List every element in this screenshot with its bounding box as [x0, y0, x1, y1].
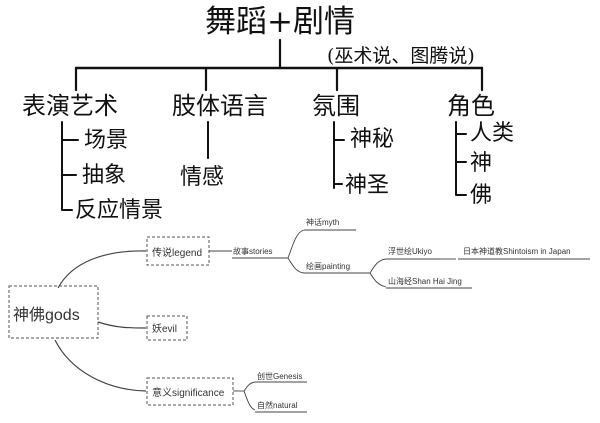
edge-root-significance — [54, 339, 147, 392]
branch-3-item-2: 神圣 — [345, 173, 389, 198]
genesis-node: 创世Genesis — [257, 371, 302, 381]
stories-node: 故事stories — [233, 246, 273, 256]
edge-root-evil — [97, 321, 147, 329]
root-node: 神佛gods — [13, 306, 80, 324]
branch-label-3: 氛围 — [312, 92, 360, 120]
branch-4-item-2: 神 — [470, 151, 492, 176]
branch-label-2: 肢体语言 — [172, 92, 268, 120]
tree-subtitle: (巫术说、图腾说) — [327, 45, 475, 67]
significance-node-box — [146, 377, 234, 406]
natural-node: 自然natural — [257, 400, 298, 410]
painting-node: 绘画painting — [306, 261, 350, 271]
edge-painting-ukiyo — [369, 258, 387, 274]
edge-significance-natural — [243, 390, 256, 411]
edge-painting-shanhai — [369, 272, 387, 288]
branch-4-bracket — [455, 121, 467, 196]
edge-stories-myth — [287, 229, 305, 259]
branch-3-item-1: 神秘 — [350, 127, 394, 152]
myth-node: 神话myth — [306, 217, 339, 227]
ukiyo-node: 浮世绘Ukiyo — [388, 246, 433, 256]
branch-1-item-3: 反应情景 — [75, 198, 163, 223]
edge-significance-genesis — [243, 381, 256, 392]
evil-node: 妖evil — [152, 322, 177, 335]
branch-2-item-1: 情感 — [180, 165, 224, 190]
shanhai-node: 山海经Shan Hai Jing — [388, 276, 462, 286]
branch-4-item-3: 佛 — [470, 183, 492, 208]
evil-node-box — [146, 315, 188, 341]
branch-4-item-1: 人类 — [470, 121, 514, 146]
tree-title: 舞蹈+剧情 — [205, 4, 355, 40]
mind-map: 神佛gods 传说legend 故事stories 神话myth 绘画paint… — [8, 217, 590, 413]
shintoism-node: 日本神道教Shintoism in Japan — [463, 246, 571, 256]
branch-label-4: 角色 — [447, 92, 495, 120]
significance-node: 意义significance — [152, 386, 225, 399]
edge-stories-painting — [287, 257, 305, 274]
root-node-box — [8, 285, 99, 339]
branch-1-bracket — [61, 121, 79, 211]
branch-3-bracket — [333, 121, 345, 189]
edge-root-legend — [57, 250, 147, 289]
hand-tree: 舞蹈+剧情 (巫术说、图腾说) 表演艺术 场景 抽象 反应情景 肢体语言 情感 … — [22, 4, 514, 223]
branch-1-item-2: 抽象 — [82, 163, 126, 188]
branch-1-item-1: 场景 — [84, 128, 128, 153]
legend-node: 传说legend — [152, 246, 202, 259]
branch-label-1: 表演艺术 — [22, 92, 118, 120]
